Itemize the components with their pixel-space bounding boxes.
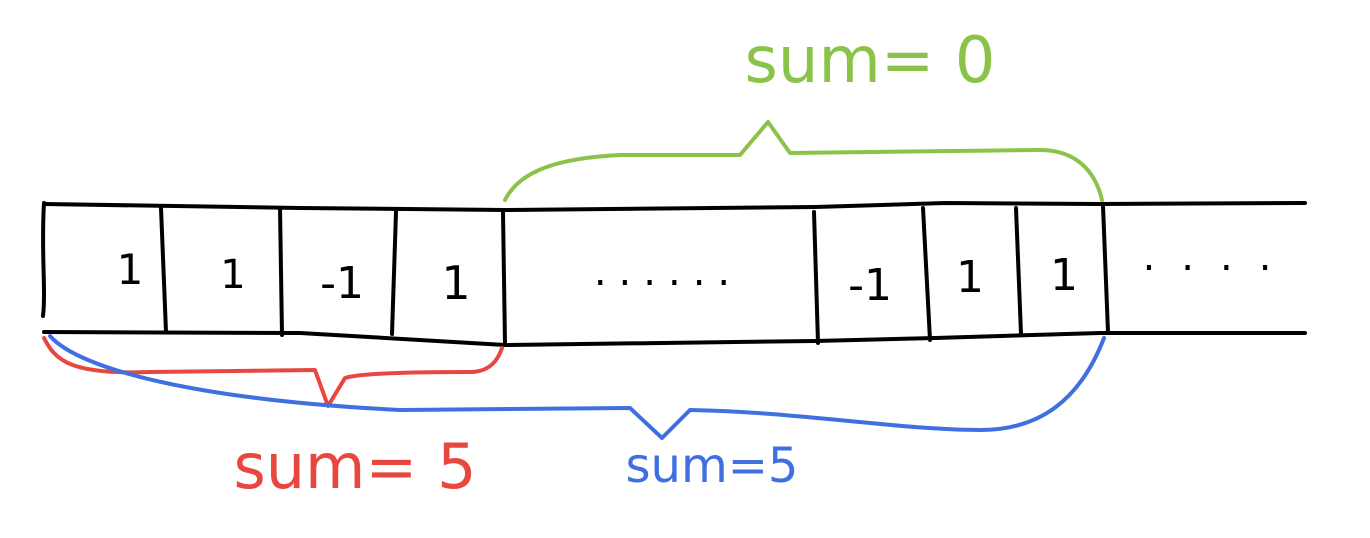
cell-divider	[812, 210, 820, 345]
cell-value: -1	[848, 260, 892, 311]
cell-divider	[390, 210, 398, 336]
green-sum-label: sum= 0	[745, 24, 996, 98]
cell-divider	[278, 206, 284, 337]
blue-brace	[48, 334, 1106, 440]
array-top-edge	[42, 201, 1307, 212]
cell-value: -1	[320, 258, 364, 309]
cell-values: 1 1 -1 1 ...... -1 1 1 ....	[117, 234, 1298, 311]
blue-sum-label: sum=5	[626, 438, 799, 494]
cell-value: ......	[594, 249, 742, 295]
cell-value: 1	[220, 252, 245, 298]
blue-bracket: sum=5	[48, 334, 1106, 494]
cell-divider	[1014, 206, 1023, 336]
green-bracket: sum= 0	[503, 24, 1104, 202]
cell-divider	[159, 206, 168, 334]
red-brace	[42, 336, 504, 408]
red-sum-label: sum= 5	[233, 430, 476, 503]
array-strip	[41, 201, 1307, 347]
cell-divider	[921, 206, 932, 342]
green-brace	[503, 120, 1104, 202]
cell-value: 1	[441, 256, 470, 310]
cell-value: ....	[1143, 234, 1298, 280]
cell-value: 1	[956, 252, 984, 303]
red-bracket: sum= 5	[42, 336, 504, 503]
cell-value: 1	[117, 245, 144, 294]
cell-value: 1	[1050, 250, 1078, 301]
array-left-edge	[41, 201, 46, 318]
cell-divider	[501, 210, 507, 347]
array-bottom-edge	[42, 330, 1307, 347]
cell-divider	[1101, 204, 1110, 334]
